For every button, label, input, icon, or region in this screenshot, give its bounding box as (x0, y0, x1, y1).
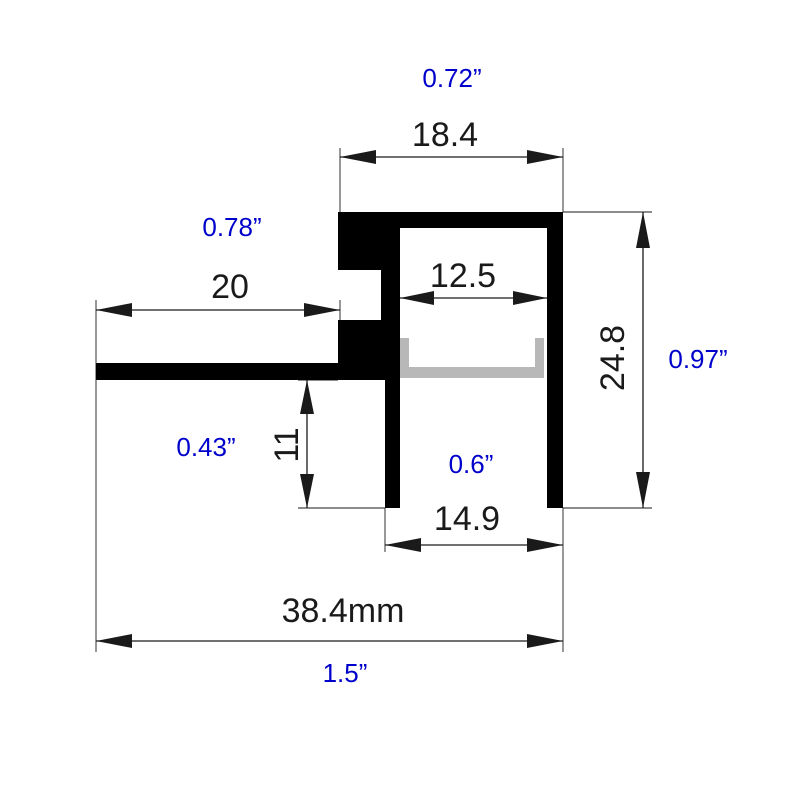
label-top-width-inch: 0.72” (422, 63, 481, 93)
dim-total-width (96, 634, 563, 648)
label-flange-width-mm: 20 (211, 268, 249, 306)
label-total-width-mm: 38.4mm (282, 592, 405, 630)
label-height-inch: 0.97” (668, 344, 727, 374)
dim-height (636, 212, 650, 508)
dim-inner-width (400, 291, 547, 305)
dim-flange-height (300, 380, 314, 508)
label-flange-height-inch: 0.43” (176, 432, 235, 462)
label-total-width-inch: 1.5” (323, 658, 368, 688)
label-flange-width-inch: 0.78” (202, 212, 261, 242)
label-top-width-mm: 18.4 (412, 116, 478, 154)
label-channel-width-mm: 14.9 (434, 500, 500, 538)
label-inner-width-mm: 12.5 (430, 257, 496, 295)
dim-top-width (340, 150, 563, 164)
label-channel-width-inch: 0.6” (449, 449, 494, 479)
dim-channel-width (385, 538, 563, 552)
dim-flange-width (96, 303, 340, 317)
label-height-mm: 24.8 (594, 325, 632, 391)
label-flange-height-mm: 11 (268, 427, 306, 462)
diffuser-insert (400, 338, 544, 378)
